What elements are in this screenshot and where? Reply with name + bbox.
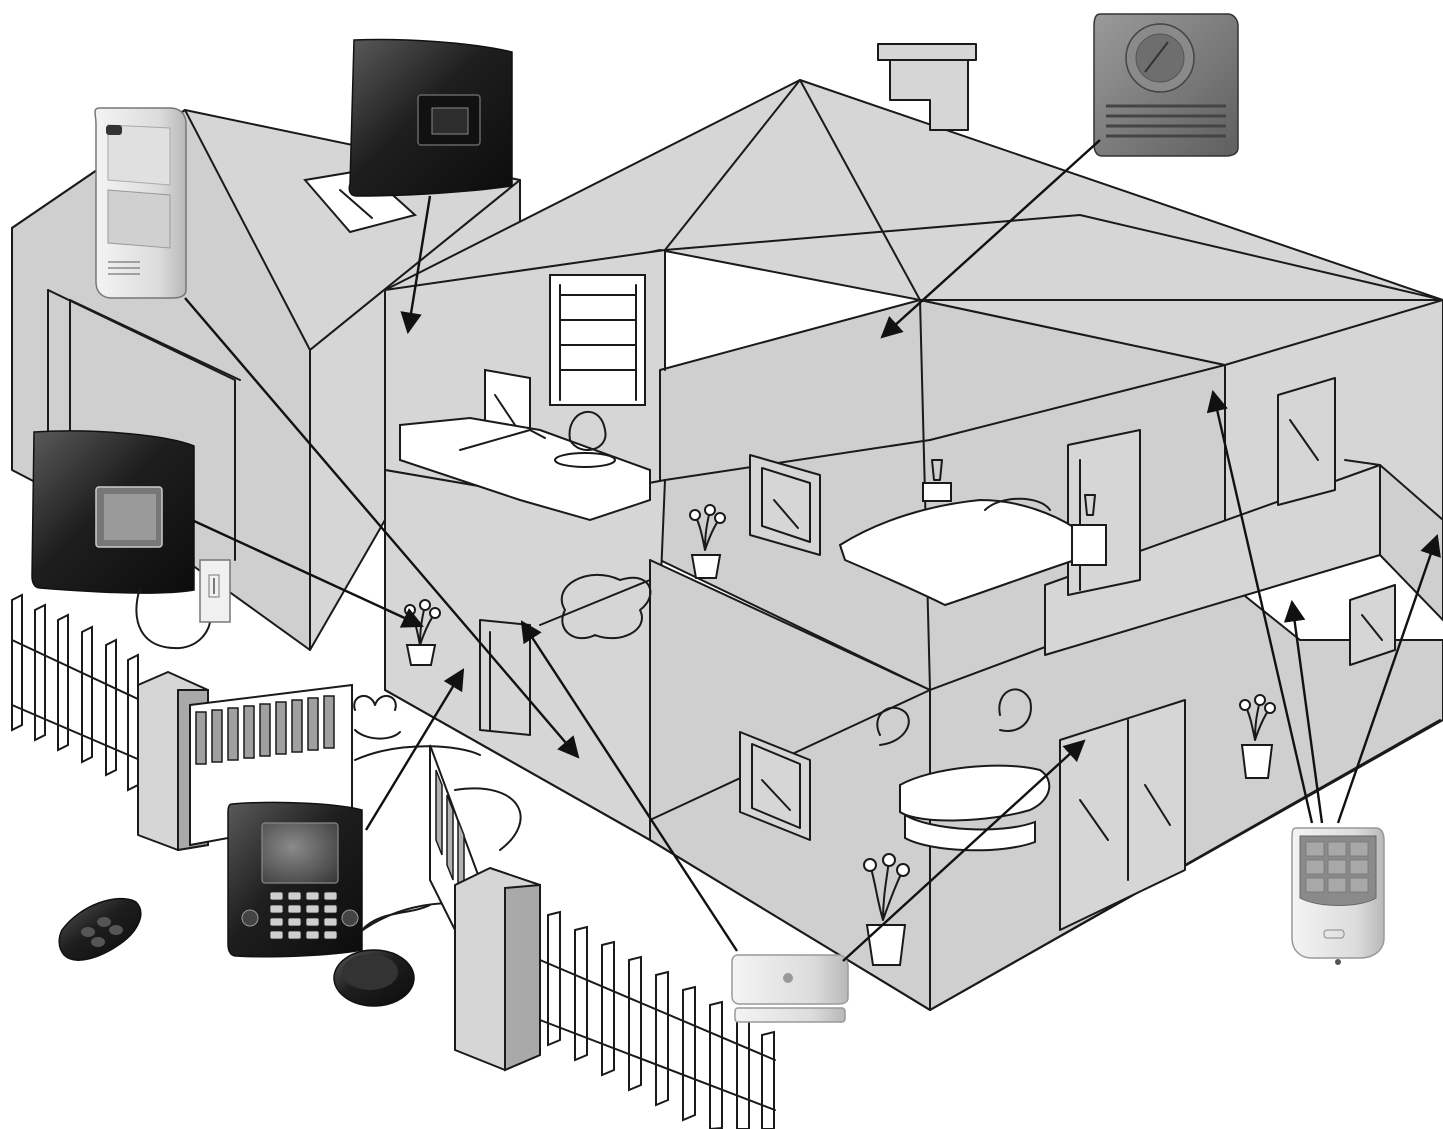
door-window-contact-icon <box>732 955 848 1022</box>
wireless-motion-detector-icon <box>349 40 512 197</box>
round-badge-reader-icon <box>334 950 414 1006</box>
outdoor-motion-detector-icon <box>95 108 186 298</box>
outdoor-siren-icon <box>1094 14 1238 156</box>
touchscreen-keypad-icon <box>228 802 430 956</box>
house <box>12 44 1443 1010</box>
pir-motion-detector-icon <box>1292 828 1384 965</box>
phone-socket-icon <box>200 560 230 622</box>
key-fob-remote-icon <box>59 899 141 961</box>
alarm-control-unit-icon <box>32 431 210 648</box>
